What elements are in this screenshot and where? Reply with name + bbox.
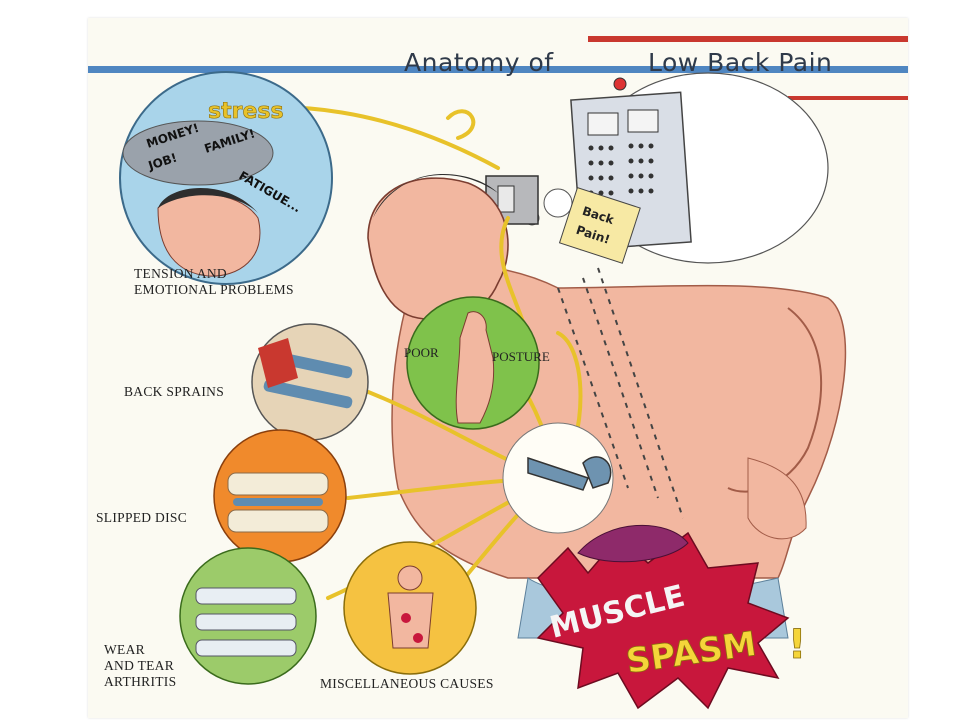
stress-word: stress <box>208 99 284 124</box>
header-stripe-red-low <box>788 96 908 100</box>
header-stripe-blue <box>88 66 908 73</box>
thought-bubble-small <box>543 188 573 218</box>
posture-label: POSTURE <box>492 349 550 364</box>
posture-figure <box>455 311 495 424</box>
control-panel <box>570 77 692 251</box>
poor-label: POOR <box>404 345 439 360</box>
poster-title: Anatomy of Low Back Pain <box>404 48 832 77</box>
tension-label-line-2: EMOTIONAL PROBLEMS <box>134 282 294 297</box>
arthritis-label-line-3: ARTHRITIS <box>104 674 177 689</box>
back-sprains-label: BACK SPRAINS <box>124 384 225 399</box>
arthritis-label-line-2: AND TEAR <box>104 658 175 673</box>
tension-label-line-1: TENSION AND <box>134 266 227 281</box>
wrench-icon <box>527 456 612 491</box>
spasm-bang: ! <box>788 622 806 668</box>
title-part-1: Anatomy of <box>404 48 554 77</box>
miscellaneous-label: MISCELLANEOUS CAUSES <box>320 676 494 691</box>
arthritis-label: WEAR AND TEAR ARTHRITIS <box>104 642 176 690</box>
back-pain-ticket: Back Pain! <box>558 187 641 264</box>
spine-arrows <box>557 267 684 519</box>
muscle-spasm-burst: MUSCLE SPASM ! <box>536 524 807 710</box>
illustration: Back Pain! <box>88 36 908 710</box>
poster: Back Pain! <box>88 18 908 718</box>
slipped-disc-label: SLIPPED DISC <box>96 510 187 525</box>
title-part-2: Low Back Pain <box>648 48 833 77</box>
arthritis-label-line-1: WEAR <box>104 642 145 657</box>
stress-cloud <box>122 120 274 186</box>
tension-label: TENSION AND EMOTIONAL PROBLEMS <box>134 266 294 298</box>
header-stripe-red <box>588 36 908 42</box>
slipped-disc-circle <box>213 429 347 563</box>
